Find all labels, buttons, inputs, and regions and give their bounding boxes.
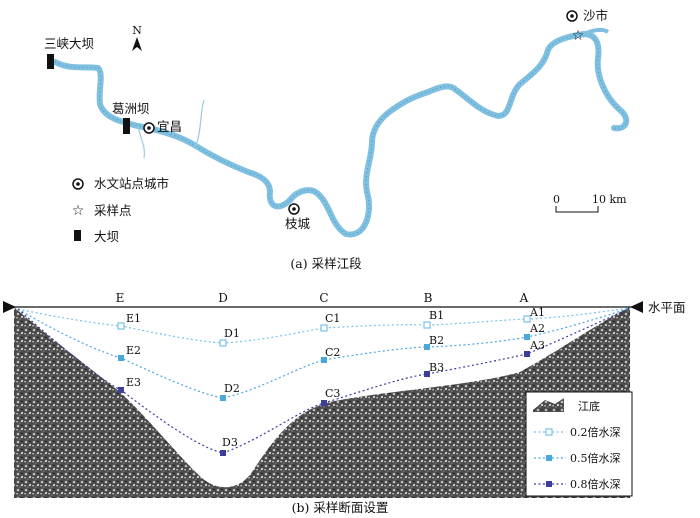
point-label: A3 [529,339,545,352]
legend-label-city: 水文站点城市 [94,176,169,191]
north-arrow: N [132,24,142,51]
sample-point-E2 [118,355,124,361]
city-marker-shashi [566,10,578,22]
north-label: N [132,24,142,37]
dam-icon [47,54,54,69]
sample-point-D2 [220,395,226,401]
map-caption: (a) 采样江段 [290,256,361,271]
map-legend: 水文站点城市 ☆ 采样点 大坝 [72,176,169,244]
column-label: B [424,291,433,305]
column-label: C [319,291,328,305]
legend-label-sample: 采样点 [94,203,132,218]
shashi-label: 沙市 [583,8,608,23]
point-label: D2 [224,382,240,395]
sample-point-E1 [117,322,125,330]
city-marker-zhicheng [288,203,300,215]
point-label: C2 [325,346,340,359]
column-label: D [218,291,228,305]
water-surface-label: 水平面 [648,300,686,315]
point-label: B2 [429,334,444,347]
point-label: E2 [126,344,141,357]
city-marker-yichang [143,122,155,134]
yangtze-river [52,31,630,238]
star-icon: ☆ [72,203,85,219]
point-label: E1 [126,312,141,325]
point-label: A1 [529,306,545,319]
dam-icon [74,230,81,241]
sample-point-E3 [118,387,124,393]
sample-point-A3 [524,351,530,357]
scale-left-label: 0 [553,193,560,206]
sample-point-B2 [424,344,430,350]
sample-point-C1 [320,324,328,332]
riverbed-swatch-icon [533,398,564,412]
right-surface-marker-icon [630,301,643,313]
legend-marker-02-icon [545,428,553,436]
scale-bar: 0 10 km [553,193,627,213]
star-icon: ☆ [572,28,585,44]
left-surface-marker-icon [3,301,16,313]
cross-section: 水平面 E D C B A E1 D1 C1 B1 A1 E2 [3,291,686,498]
legend-05-label: 0.5倍水深 [570,451,621,465]
sample-point-C2 [321,357,327,363]
legend-label-dam: 大坝 [94,229,119,244]
legend-bed-label: 江底 [578,399,600,413]
point-label: D1 [224,327,240,340]
city-station-icon [72,178,84,190]
sample-point-D3 [220,450,226,456]
sample-point-B1 [423,321,431,329]
zhicheng-label: 枝城 [285,216,311,231]
sample-point-B3 [424,371,430,377]
tributary [195,99,205,147]
point-label: B1 [429,309,444,322]
dam-icon [123,118,130,134]
north-arrow-icon [132,37,142,51]
section-caption: (b) 采样断面设置 [292,500,389,515]
scale-right-label: 10 km [592,193,627,206]
legend-08-label: 0.8倍水深 [570,477,621,491]
river-map [52,27,630,238]
sample-point-D1 [219,339,227,347]
yichang-label: 宜昌 [157,119,182,134]
legend-marker-08-icon [546,481,552,487]
point-label: C3 [325,387,340,400]
gezhouba-label: 葛洲坝 [112,101,150,116]
column-label: E [116,291,125,305]
sample-point-C3 [321,400,327,406]
riverbed [14,307,630,498]
point-label: E3 [126,376,141,389]
section-legend: 江底 0.2倍水深 0.5倍水深 0.8倍水深 [525,391,633,497]
legend-marker-05-icon [546,455,552,461]
point-label: D3 [222,436,238,449]
column-label: A [519,291,529,305]
sample-point-A1 [523,315,531,323]
sanxia-dam-label: 三峡大坝 [44,36,94,51]
sample-point-A2 [524,334,530,340]
legend-02-label: 0.2倍水深 [570,425,621,439]
point-label: A2 [529,322,545,335]
tributary [580,27,610,38]
point-label: B3 [429,361,444,374]
point-label: C1 [325,312,340,325]
tributary [137,125,145,159]
